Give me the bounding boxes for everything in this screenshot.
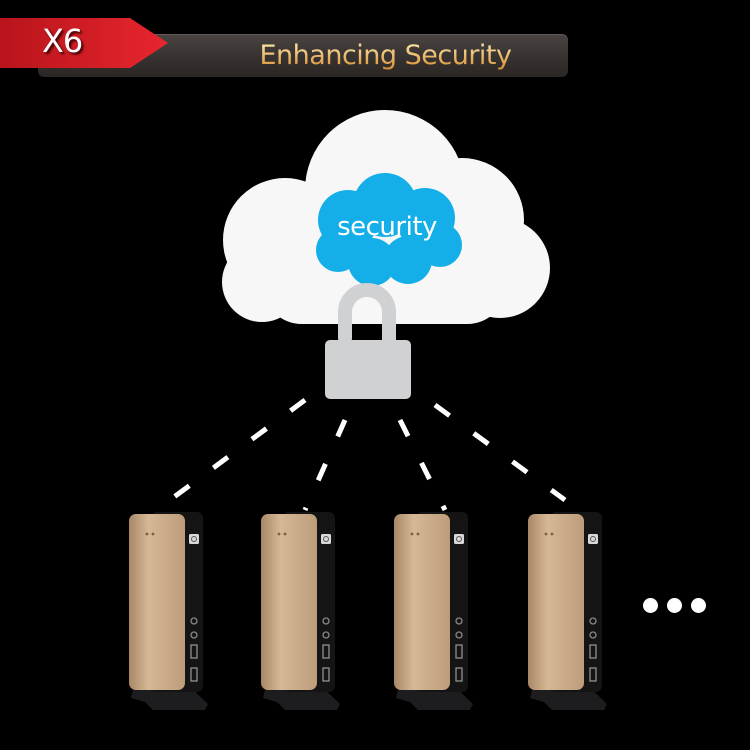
model-tag-label: X6	[42, 22, 83, 60]
security-label: security	[337, 212, 437, 242]
thin-client-2	[260, 511, 341, 711]
ellipsis-icon	[643, 598, 706, 613]
padlock-open-icon	[325, 283, 411, 399]
connector-1	[168, 397, 307, 503]
security-cloud-icon	[316, 173, 462, 286]
connector-3	[397, 418, 448, 512]
thin-client-4	[527, 511, 608, 711]
thin-client-1	[128, 511, 209, 711]
page-title: Enhancing Security	[203, 34, 568, 77]
connector-4	[433, 402, 567, 503]
connector-2	[302, 418, 348, 512]
dot	[691, 598, 706, 613]
tag-arrow-shape	[0, 18, 168, 68]
dot	[643, 598, 658, 613]
model-tag: X6	[0, 18, 168, 68]
dot	[667, 598, 682, 613]
thin-client-3	[393, 511, 474, 711]
connector-lines	[168, 397, 567, 512]
